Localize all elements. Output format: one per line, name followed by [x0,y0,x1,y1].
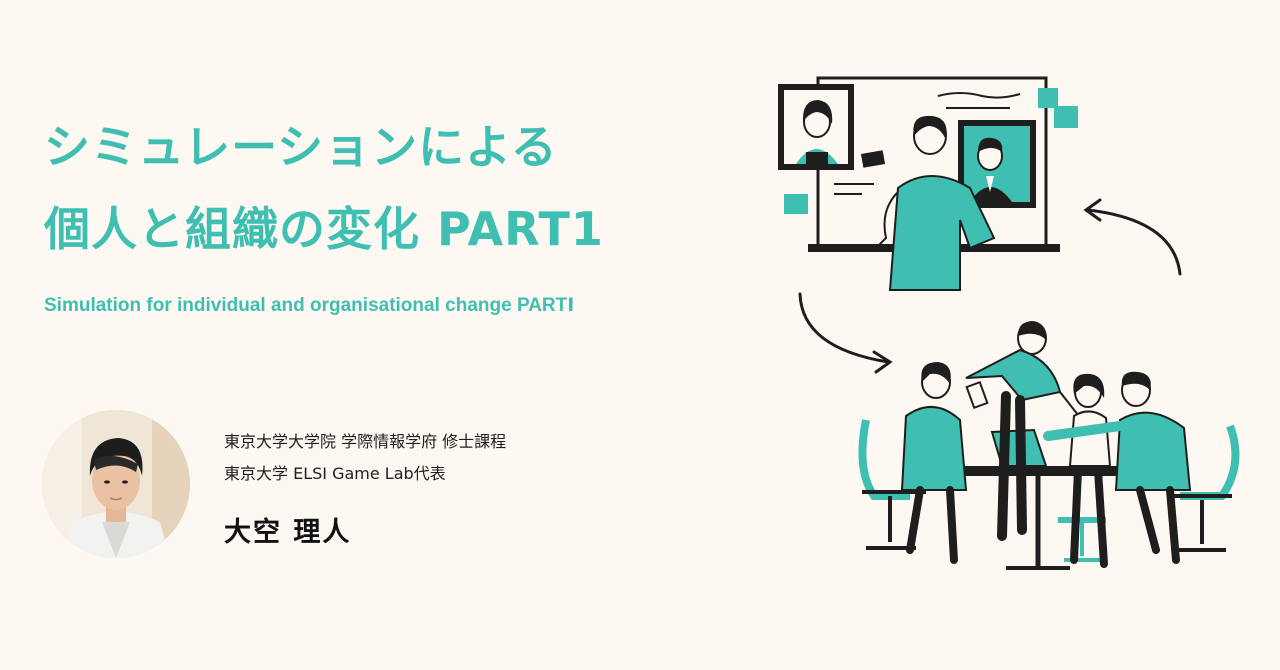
video-call-scene [778,76,1078,291]
title-line-2: 個人と組織の変化 PART1 [44,202,604,256]
author-affiliation-2: 東京大学 ELSI Game Lab代表 [224,464,446,483]
title-line-1: シミュレーションによる [44,120,558,174]
english-subtitle: Simulation for individual and organisati… [44,295,575,316]
author-name: 大空 理人 [224,517,352,548]
author-affiliation-1: 東京大学大学院 学際情報学府 修士課程 [224,432,507,451]
collaboration-illustration [778,76,1240,570]
author-avatar [42,410,190,558]
cycle-arrows [798,198,1182,374]
team-meeting-scene [858,321,1240,570]
